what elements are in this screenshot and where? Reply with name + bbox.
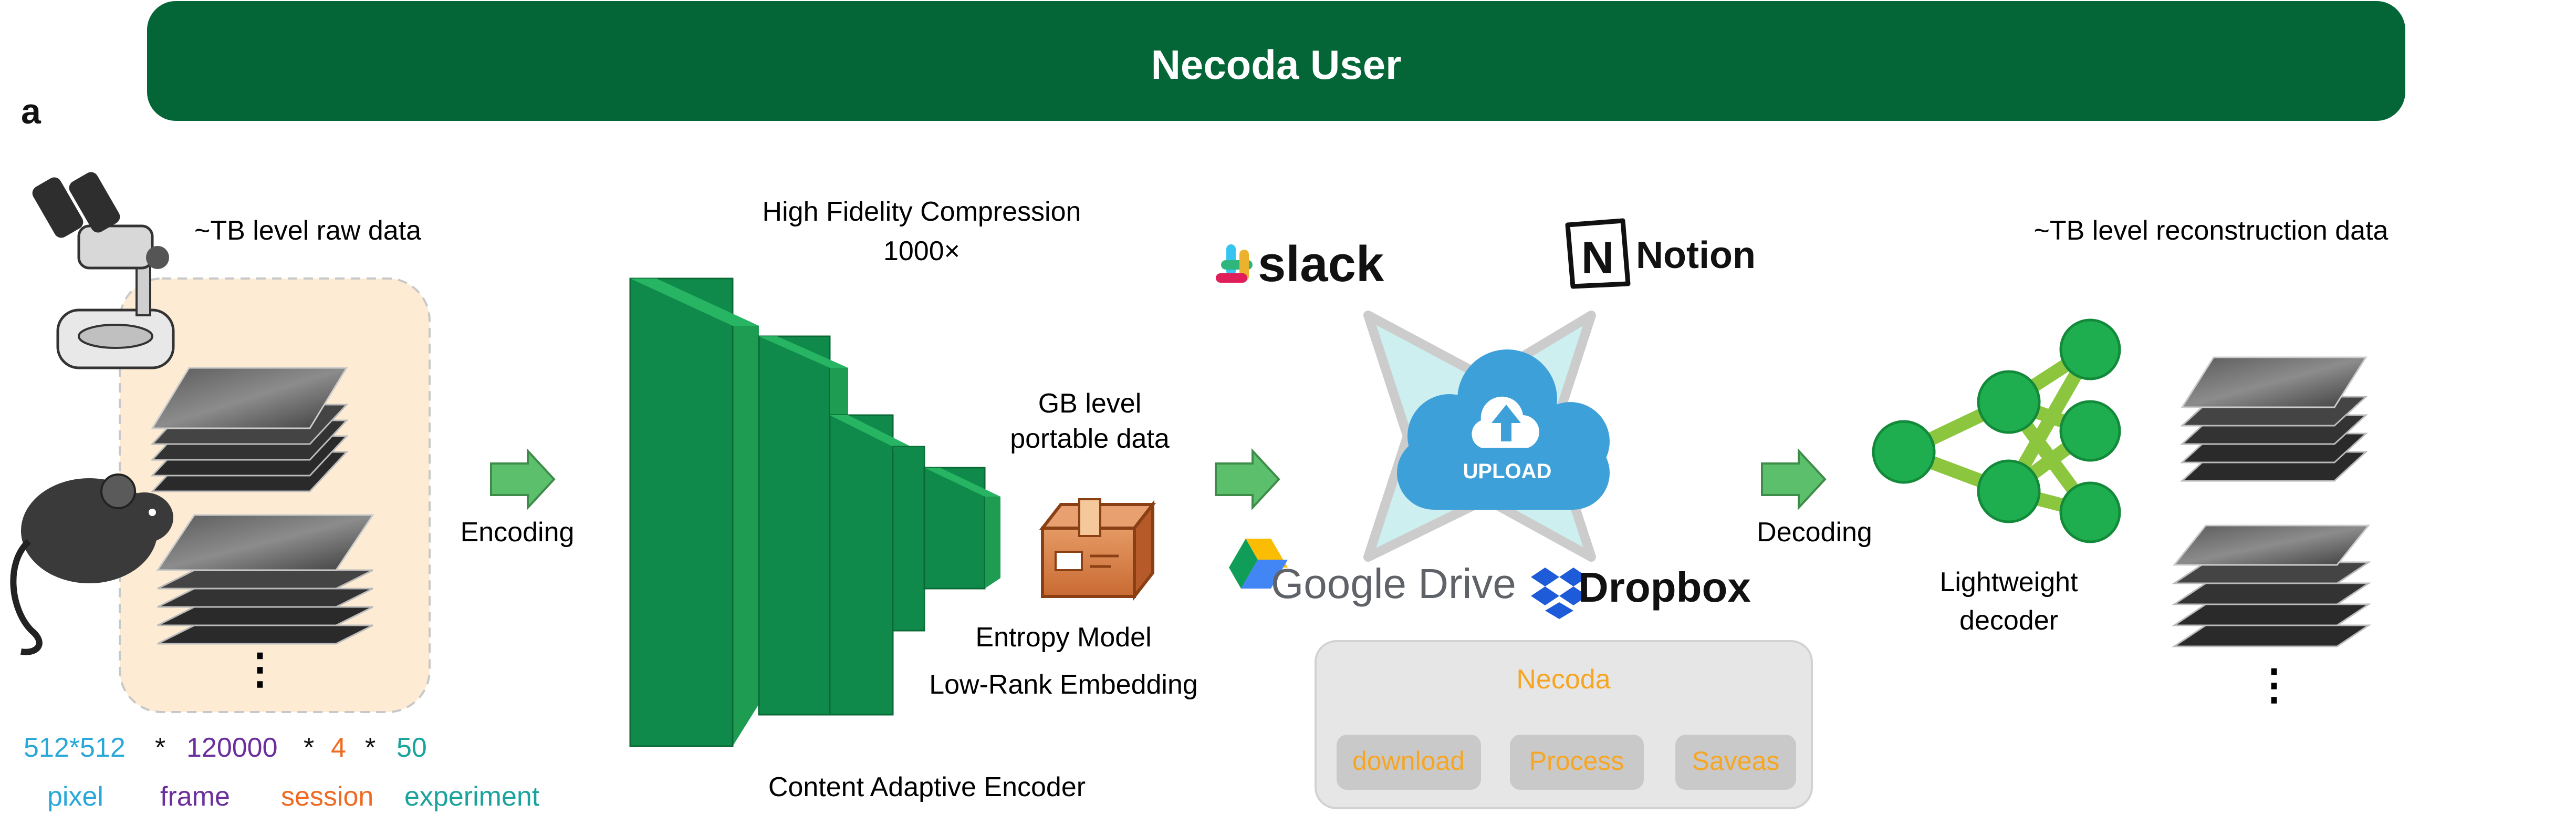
slack-text: slack [1258, 236, 1384, 292]
cloud-hub: UPLOAD [1363, 311, 1610, 562]
banner-title: Necoda User [1151, 42, 1402, 88]
google-drive-icon [1229, 539, 1288, 589]
raw-image-stack-top [150, 367, 349, 492]
frame-value: 120000 [186, 733, 278, 763]
saveas-button-label: Saveas [1692, 746, 1780, 776]
pixel-value: 512*512 [24, 733, 126, 763]
times-3: * [365, 733, 376, 763]
process-button-label: Process [1529, 746, 1624, 776]
session-value: 4 [331, 733, 346, 763]
entropy-model-label: Entropy Model [975, 622, 1151, 653]
recon-ellipsis: ⋮ [2253, 661, 2295, 708]
times-1: * [155, 733, 165, 763]
raw-data-group: ~TB level raw data ⋮ [10, 172, 431, 713]
pixel-label: pixel [47, 781, 103, 811]
necoda-panel-title: Necoda [1516, 664, 1610, 695]
decoder-line1: Lightweight [1939, 567, 2078, 597]
recon-image-stack-top [2180, 356, 2368, 482]
experiment-value: 50 [397, 733, 427, 763]
decoding-label: Decoding [1757, 517, 1872, 548]
portable-line1: GB level [1038, 388, 1142, 419]
google-drive-text: Google Drive [1271, 560, 1516, 607]
microscope-icon [32, 172, 175, 369]
encoder-label: Content Adaptive Encoder [768, 772, 1086, 802]
compression-title: High Fidelity Compression [763, 197, 1081, 227]
dropbox-logo: Dropbox [1531, 564, 1751, 619]
compression-ratio: 1000× [883, 236, 960, 266]
notion-logo: N Notion [1565, 218, 1756, 289]
raw-data-label: ~TB level raw data [194, 215, 421, 246]
title-banner: Necoda User [147, 1, 2405, 121]
notion-icon: N [1565, 218, 1631, 289]
banner-background [147, 1, 2405, 121]
recon-label: ~TB level reconstruction data [2034, 215, 2389, 246]
process-button[interactable]: Process [1510, 735, 1644, 790]
download-button-label: download [1352, 746, 1465, 776]
slack-icon [1216, 244, 1253, 283]
svg-text:N: N [1581, 233, 1614, 283]
dimension-labels: 512*512 * 120000 * 4 * 50 pixel frame se… [24, 733, 540, 812]
recon-image-stack-bottom [2172, 524, 2371, 647]
decoding-arrow-icon [1761, 448, 1827, 511]
portable-line2: portable data [1010, 424, 1170, 454]
mouse-icon [10, 473, 173, 655]
download-button[interactable]: download [1337, 735, 1481, 790]
times-2: * [304, 733, 314, 763]
decoder-line2: decoder [1959, 605, 2058, 636]
dropbox-icon [1531, 568, 1588, 619]
google-drive-logo: Google Drive [1229, 539, 1516, 607]
decoder-network-icon [1872, 318, 2121, 543]
panel-label: a [21, 91, 41, 131]
experiment-label: experiment [404, 781, 540, 811]
package-box-icon [1039, 498, 1156, 601]
frame-label: frame [160, 781, 230, 811]
upload-arrow-icon [1215, 448, 1280, 511]
encoder-blocks [629, 277, 1000, 747]
encoding-arrow-icon [490, 448, 556, 511]
cloud-icon [1397, 349, 1610, 510]
dropbox-text: Dropbox [1578, 564, 1751, 611]
notion-text: Notion [1636, 234, 1756, 276]
necoda-panel: Necoda download Process Saveas [1315, 640, 1813, 809]
encoding-label: Encoding [461, 517, 575, 548]
slack-logo: slack [1216, 236, 1384, 292]
saveas-button[interactable]: Saveas [1675, 735, 1796, 790]
upload-label: UPLOAD [1463, 460, 1552, 483]
session-label: session [281, 781, 373, 811]
low-rank-label: Low-Rank Embedding [929, 669, 1198, 700]
raw-image-stack-bottom [156, 514, 374, 645]
raw-ellipsis: ⋮ [239, 645, 281, 692]
